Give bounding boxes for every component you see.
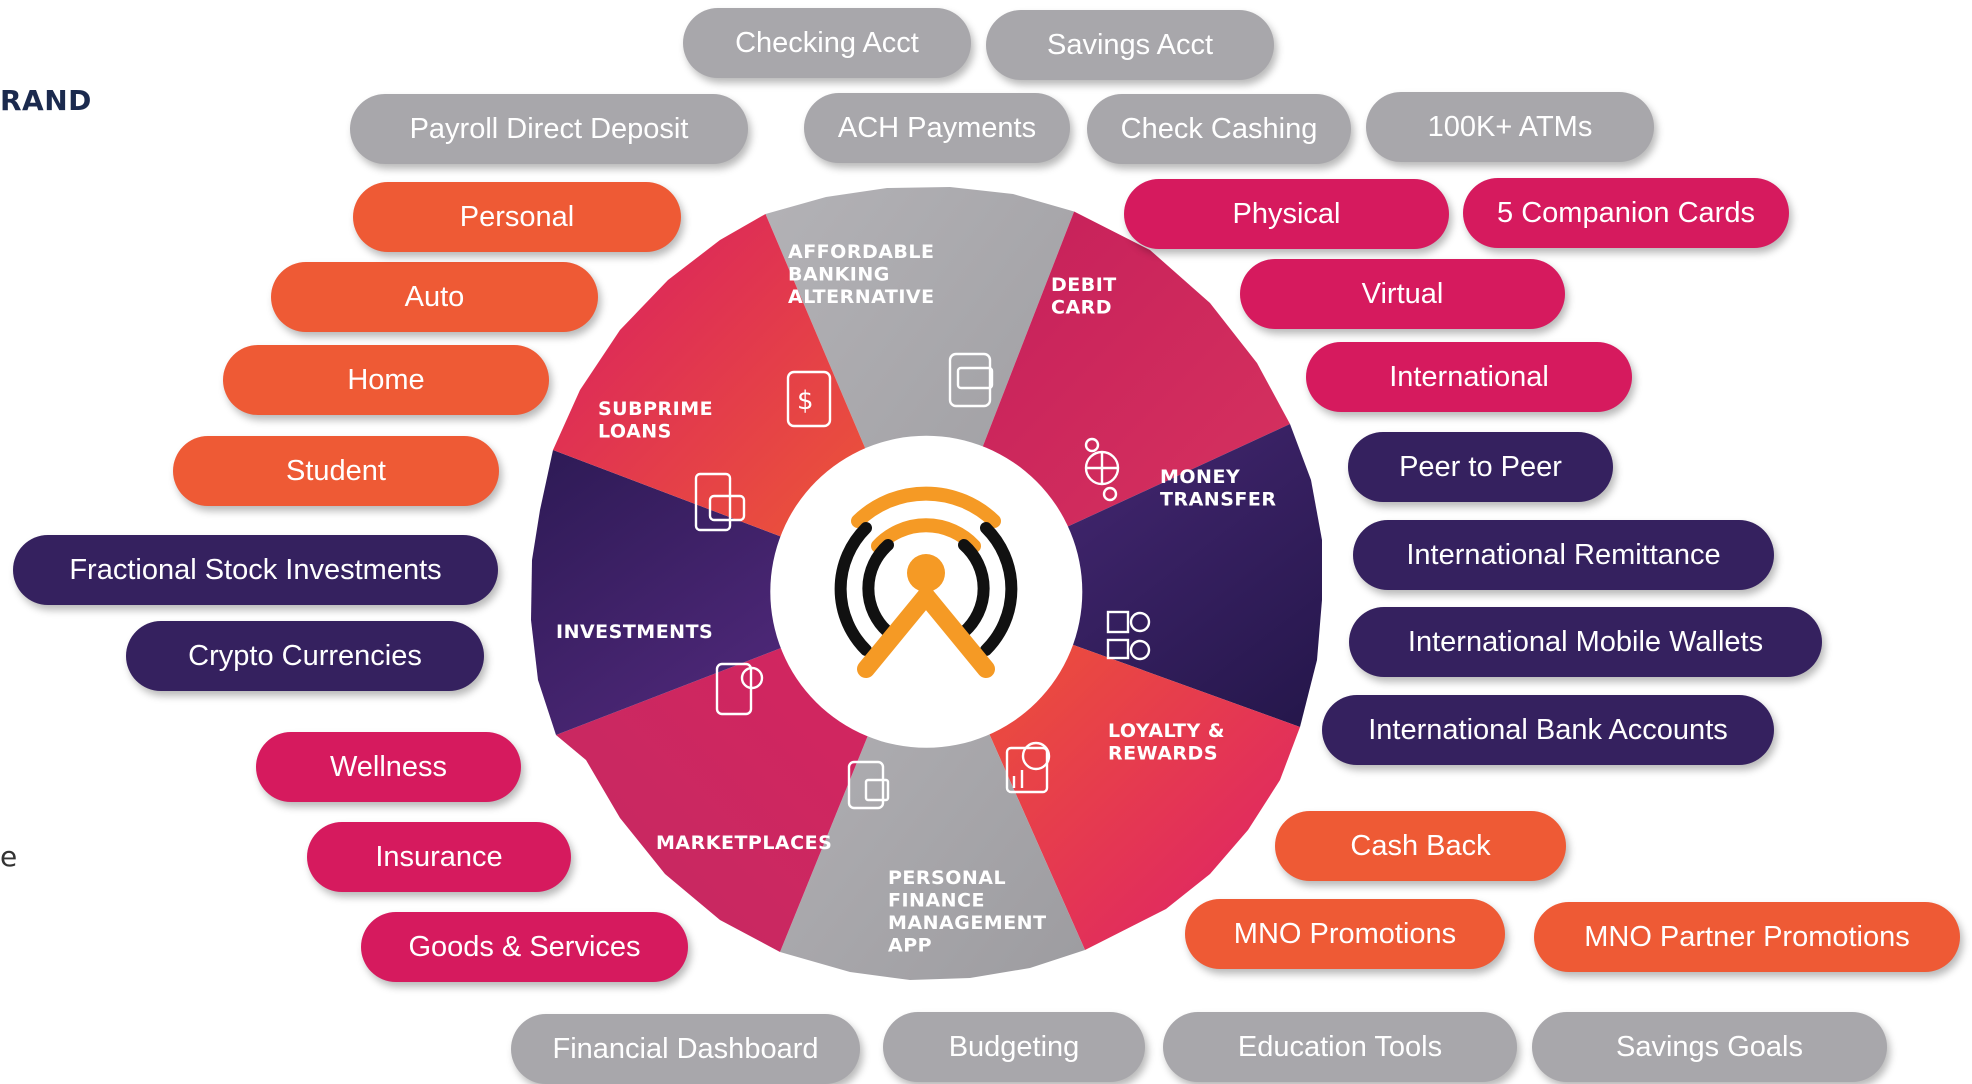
segment-label-investments: INVESTMENTS xyxy=(556,621,713,643)
segment-label-line: MANAGEMENT xyxy=(888,912,1047,934)
pill-mno-promotions: MNO Promotions xyxy=(1185,899,1505,969)
pill-student: Student xyxy=(173,436,499,506)
pill-education-tools: Education Tools xyxy=(1163,1012,1517,1082)
broadcast-tower-icon xyxy=(834,486,1018,678)
segment-label-line: TRANSFER xyxy=(1160,489,1276,511)
segment-personal-finance xyxy=(780,591,1085,980)
svg-text:$: $ xyxy=(797,386,814,416)
investment-phone-icon xyxy=(715,662,764,716)
segment-investments xyxy=(531,450,927,735)
segment-label-line: MONEY xyxy=(1160,466,1240,488)
segment-label-line: MARKETPLACES xyxy=(656,832,832,854)
pill-cash-back: Cash Back xyxy=(1275,811,1566,881)
pill-atms: 100K+ ATMs xyxy=(1366,92,1654,162)
segment-label-line: ALTERNATIVE xyxy=(788,286,935,308)
segment-label-line: CARD xyxy=(1051,297,1112,319)
side-text: e xyxy=(0,840,18,873)
segment-label-line: DEBIT xyxy=(1051,274,1117,296)
pill-peer-to-peer: Peer to Peer xyxy=(1348,432,1613,502)
shopping-phone-icon xyxy=(847,760,890,810)
pill-payroll-direct-deposit: Payroll Direct Deposit xyxy=(350,94,748,164)
pill-check-cashing: Check Cashing xyxy=(1087,94,1351,164)
pill-crypto-currencies: Crypto Currencies xyxy=(126,621,484,691)
pill-insurance: Insurance xyxy=(307,822,571,892)
pill-personal: Personal xyxy=(353,182,681,252)
globe-transfer-icon xyxy=(1084,437,1120,502)
pill-international-mobile-wallets: International Mobile Wallets xyxy=(1349,607,1822,677)
pill-5-companion-cards: 5 Companion Cards xyxy=(1463,178,1789,248)
pill-international-bank-accounts: International Bank Accounts xyxy=(1322,695,1774,765)
segment-label-line: AFFORDABLE xyxy=(788,241,935,263)
segment-label-line: REWARDS xyxy=(1108,743,1218,765)
pill-virtual: Virtual xyxy=(1240,259,1565,329)
pill-ach-payments: ACH Payments xyxy=(804,93,1070,163)
brand-text: RAND xyxy=(0,84,92,117)
rewards-icon xyxy=(1106,610,1151,661)
pill-checking-acct: Checking Acct xyxy=(683,8,971,78)
segment-label-line: BANKING xyxy=(788,264,890,286)
segment-label-line: APP xyxy=(888,935,932,957)
segment-label-line: PERSONAL xyxy=(888,867,1006,889)
pill-physical: Physical xyxy=(1124,179,1449,249)
pill-home: Home xyxy=(223,345,549,415)
phone-card-icon xyxy=(948,352,994,408)
segment-label-line: LOYALTY & xyxy=(1108,720,1225,742)
wallet-icon xyxy=(694,472,746,532)
pill-savings-acct: Savings Acct xyxy=(986,10,1274,80)
phone-dollar-icon: $ xyxy=(786,370,832,428)
segment-label-loyalty-rewards: LOYALTY &REWARDS xyxy=(1108,720,1225,765)
segment-affordable-banking xyxy=(765,187,1075,592)
pill-financial-dashboard: Financial Dashboard xyxy=(511,1014,860,1084)
segment-label-line: LOANS xyxy=(598,421,672,443)
pill-goods-services: Goods & Services xyxy=(361,912,688,982)
pill-international-remittance: International Remittance xyxy=(1353,520,1774,590)
pill-budgeting: Budgeting xyxy=(883,1012,1145,1082)
segment-label-line: FINANCE xyxy=(888,890,985,912)
pill-international: International xyxy=(1306,342,1632,412)
pill-wellness: Wellness xyxy=(256,732,521,802)
segment-label-marketplaces: MARKETPLACES xyxy=(656,832,832,854)
pill-savings-goals: Savings Goals xyxy=(1532,1012,1887,1082)
pill-auto: Auto xyxy=(271,262,598,332)
pill-mno-partner-promotions: MNO Partner Promotions xyxy=(1534,902,1960,972)
segment-money-transfer xyxy=(926,424,1322,727)
pill-fractional-stock-investments: Fractional Stock Investments xyxy=(13,535,498,605)
segment-icons: $ xyxy=(694,352,1151,810)
finance-app-icon xyxy=(1005,741,1051,794)
segment-label-line: SUBPRIME xyxy=(598,398,713,420)
segment-label-line: INVESTMENTS xyxy=(556,621,713,643)
